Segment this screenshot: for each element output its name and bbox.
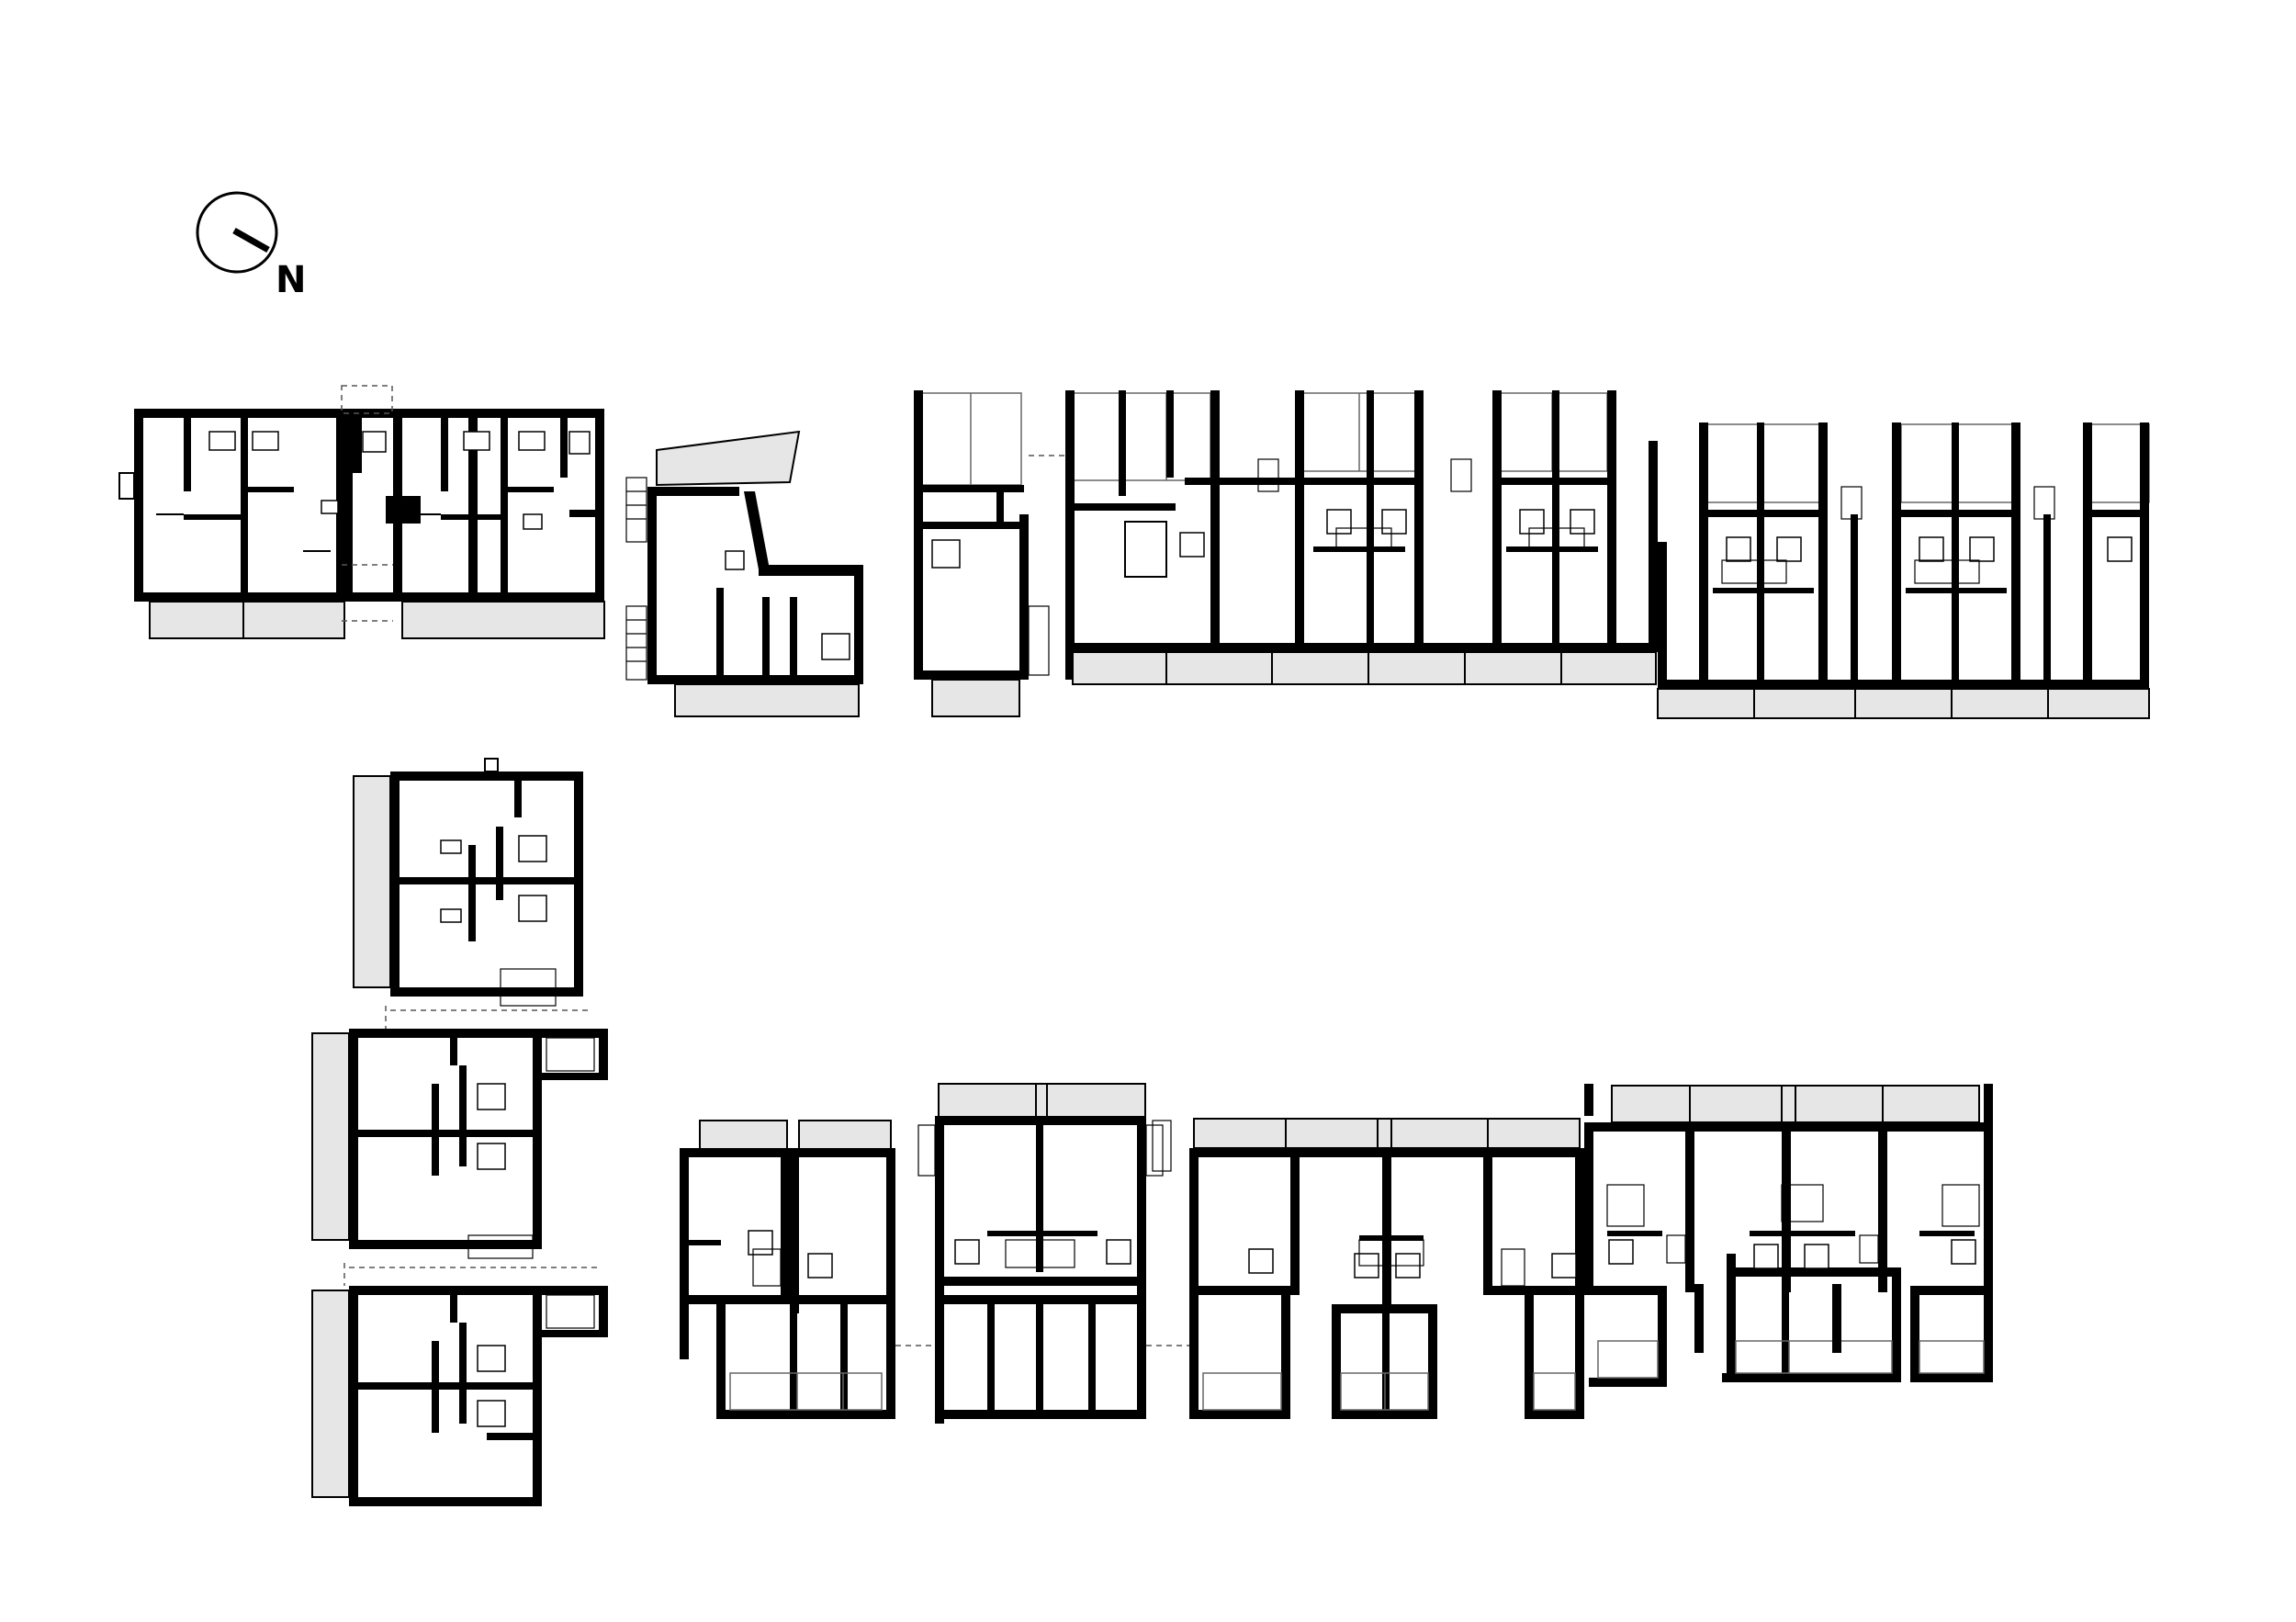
terrace-row-m xyxy=(1584,1084,1993,1387)
terrace-row-l xyxy=(1152,1118,1584,1419)
building-a-outer-walls xyxy=(134,409,345,602)
terrace-row-k xyxy=(917,1083,1164,1424)
north-arrow: N xyxy=(196,191,306,301)
building-i xyxy=(311,1286,608,1506)
north-arrow-needle xyxy=(232,227,270,253)
north-arrow-icon xyxy=(196,191,278,274)
connector-ab xyxy=(341,385,393,622)
building-d xyxy=(914,390,1050,717)
terrace-row-j xyxy=(680,1120,895,1419)
terrace-row-f xyxy=(1649,422,2150,719)
building-h xyxy=(311,1029,608,1259)
terrace-row-e xyxy=(1065,390,1658,685)
building-c-exterior-stair xyxy=(625,477,647,681)
building-g xyxy=(353,758,583,1007)
building-c xyxy=(625,430,863,717)
building-b xyxy=(393,409,605,639)
north-label: N xyxy=(276,259,306,301)
